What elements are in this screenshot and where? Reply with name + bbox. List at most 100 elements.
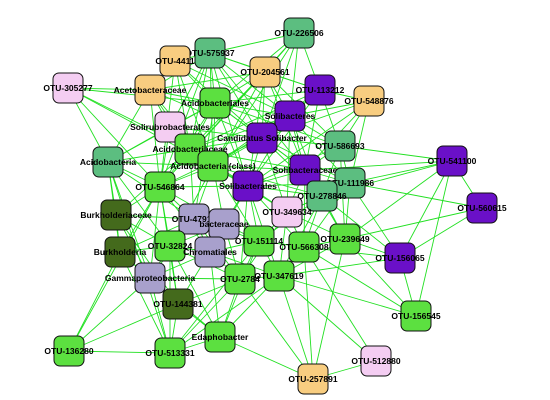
edge-n32-n39 [303, 246, 417, 317]
edge-n05-n14 [189, 89, 321, 150]
node-n13[interactable]: OTU-586693 [315, 130, 365, 162]
node-n24[interactable]: Burkholderiaceae [80, 199, 152, 231]
node-n35[interactable]: Gammaproteobacteria [105, 262, 195, 294]
edge-n18-n34 [399, 160, 453, 259]
node-n23[interactable]: OTU-560615 [457, 192, 507, 224]
node-n21[interactable]: Solibacterales [219, 170, 277, 202]
node-box[interactable] [246, 122, 278, 154]
node-label: OTU-2784 [220, 274, 260, 284]
node-box[interactable] [400, 300, 432, 332]
node-n32[interactable]: OTU-566308 [279, 231, 329, 263]
node-box[interactable] [154, 111, 186, 143]
node-n08[interactable]: Acetobacteraceae [114, 74, 187, 106]
node-box[interactable] [154, 230, 186, 262]
node-box[interactable] [304, 74, 336, 106]
node-box[interactable] [466, 192, 498, 224]
node-n31[interactable]: OTU-151114 [235, 225, 283, 257]
node-n22[interactable]: OTU-278846 [297, 180, 347, 212]
node-n11[interactable]: Solirubrobacterales [130, 111, 210, 143]
node-n15[interactable]: Acidobacteria [80, 146, 136, 178]
node-label: Burkholderiaceae [80, 210, 152, 220]
node-n16[interactable]: Acidobacteria (class) [170, 150, 256, 182]
node-n06[interactable]: OTU-548876 [344, 85, 394, 117]
node-n27[interactable]: OTU-349634 [262, 196, 312, 228]
node-box[interactable] [134, 262, 166, 294]
node-n07[interactable]: OTU-305277 [43, 72, 93, 104]
node-n25[interactable]: OTU-47916 [172, 203, 217, 235]
node-box[interactable] [224, 263, 256, 295]
node-n44[interactable]: OTU-257891 [288, 363, 338, 395]
node-box[interactable] [288, 231, 320, 263]
edge-n06-n12 [261, 100, 370, 139]
node-n09[interactable]: Acidobacteriales [181, 87, 249, 119]
node-n40[interactable]: Edaphobacter [192, 321, 249, 353]
node-n05[interactable]: OTU-113212 [296, 74, 345, 106]
node-box[interactable] [52, 72, 84, 104]
node-box[interactable] [353, 85, 385, 117]
node-box[interactable] [329, 223, 361, 255]
node-box[interactable] [162, 288, 194, 320]
node-n39[interactable]: OTU-156545 [391, 300, 441, 332]
node-n41[interactable]: OTU-136280 [44, 335, 94, 367]
node-box[interactable] [263, 260, 295, 292]
edge-n01-n12 [261, 32, 300, 139]
node-n01[interactable]: OTU-226506 [274, 17, 324, 49]
node-n34[interactable]: OTU-156065 [375, 242, 425, 274]
edge-n13-n18 [339, 145, 453, 162]
node-box[interactable] [100, 199, 132, 231]
node-n17[interactable]: Solibacteraceae [273, 154, 338, 186]
node-n42[interactable]: OTU-513331 [145, 337, 195, 369]
edge-n04-n16 [212, 71, 266, 167]
node-box[interactable] [283, 17, 315, 49]
node-n20[interactable]: OTU-546864 [135, 171, 185, 203]
node-n03[interactable]: OTU-4411 [155, 45, 195, 77]
node-box[interactable] [199, 87, 231, 119]
node-n10[interactable]: Solibacteres [265, 100, 316, 132]
node-label: OTU-546864 [135, 182, 184, 192]
node-box[interactable] [360, 345, 392, 377]
node-box[interactable] [197, 150, 229, 182]
node-box[interactable] [384, 242, 416, 274]
node-box[interactable] [204, 321, 236, 353]
node-box[interactable] [271, 196, 303, 228]
edge-n32-n43 [303, 246, 377, 362]
node-box[interactable] [194, 236, 226, 268]
node-box[interactable] [134, 74, 166, 106]
node-n18[interactable]: OTU-541100 [428, 145, 477, 177]
node-box[interactable] [159, 45, 191, 77]
node-n38[interactable]: OTU-144381 [153, 288, 203, 320]
node-n33[interactable]: OTU-239649 [320, 223, 370, 255]
node-n29[interactable]: OTU-32824 [148, 230, 193, 262]
node-box[interactable] [289, 154, 321, 186]
node-box[interactable] [436, 145, 468, 177]
node-n12[interactable]: Candidatus Solibacter [217, 122, 308, 154]
node-box[interactable] [174, 133, 206, 165]
node-box[interactable] [104, 236, 136, 268]
node-box[interactable] [232, 170, 264, 202]
node-box[interactable] [306, 180, 338, 212]
node-box[interactable] [249, 56, 281, 88]
node-n14[interactable]: Acidobacteriaceae [152, 133, 228, 165]
node-label: Solirubrobacterales [130, 122, 210, 132]
node-n28[interactable]: Burkholderia [94, 236, 147, 268]
node-box[interactable] [274, 100, 306, 132]
node-box[interactable] [154, 337, 186, 369]
edge-n15-n16 [107, 161, 214, 167]
node-n02[interactable]: OTU-575937 [185, 37, 235, 69]
edge-n07-n20 [67, 87, 161, 188]
edge-n20-n41 [68, 186, 161, 352]
node-box[interactable] [194, 37, 226, 69]
node-box[interactable] [324, 130, 356, 162]
node-box[interactable] [53, 335, 85, 367]
node-n04[interactable]: OTU-204561 [240, 56, 290, 88]
node-box[interactable] [243, 225, 275, 257]
node-label: OTU-512880 [351, 356, 400, 366]
node-n43[interactable]: OTU-512880 [351, 345, 401, 377]
node-n30[interactable]: Chromatiales [183, 236, 237, 268]
node-box[interactable] [297, 363, 329, 395]
node-n36[interactable]: OTU-2784 [220, 263, 260, 295]
node-n37[interactable]: OTU-347619 [254, 260, 304, 292]
edge-n41-n42 [68, 350, 171, 354]
node-box[interactable] [92, 146, 124, 178]
node-box[interactable] [144, 171, 176, 203]
